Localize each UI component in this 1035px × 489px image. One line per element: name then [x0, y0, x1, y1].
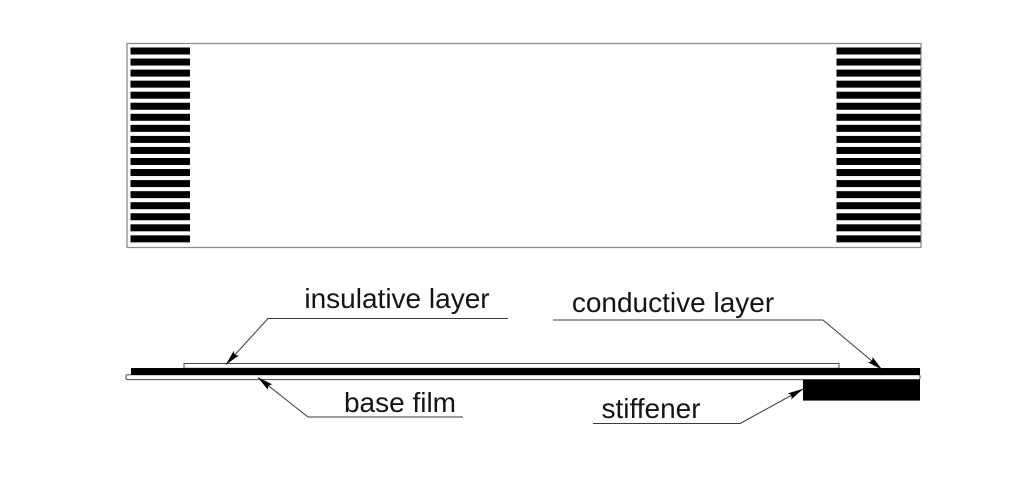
conductor-stripe [130, 191, 190, 199]
conductor-stripe [836, 202, 921, 210]
conductor-stripe [130, 124, 190, 132]
conductor-stripe [836, 80, 921, 88]
stiffener-shape [803, 379, 920, 401]
conductor-stripe [130, 213, 190, 221]
conductive-layer-shape [131, 368, 920, 375]
conductor-stripe [130, 69, 190, 77]
conductor-stripe [130, 91, 190, 99]
conductor-stripe [836, 91, 921, 99]
left-conductor-stripes [130, 47, 190, 243]
conductor-stripe [836, 69, 921, 77]
conductor-stripe [836, 191, 921, 199]
base-film-leader [257, 377, 309, 418]
conductor-stripe [130, 235, 190, 243]
cable-outline [126, 42, 922, 249]
conductor-stripe [836, 113, 921, 121]
conductor-stripe [836, 47, 921, 55]
conductor-stripe [130, 113, 190, 121]
conductor-stripe [130, 169, 190, 177]
conductor-stripe [130, 102, 190, 110]
cross-section-view: insulative layer conductive layer base f… [125, 283, 921, 424]
conductive-layer-label: conductive layer [572, 287, 774, 318]
conductor-stripe [130, 146, 190, 154]
conductor-stripe [836, 169, 921, 177]
conductive-layer-leader [822, 319, 883, 370]
insulative-layer-label: insulative layer [304, 283, 489, 314]
stiffener-label: stiffener [601, 393, 700, 424]
conductor-stripe [836, 180, 921, 188]
conductor-stripe [836, 224, 921, 232]
conductor-stripe [130, 158, 190, 165]
stiffener-leader [739, 388, 804, 424]
insulative-layer-shape [183, 363, 840, 369]
conductor-stripe [836, 235, 921, 243]
conductor-stripe [130, 224, 190, 232]
conductor-stripe [130, 47, 190, 55]
base-film-shape [125, 374, 921, 381]
conductor-stripe [836, 158, 921, 165]
conductor-stripe [836, 135, 921, 143]
conductor-stripe [130, 58, 190, 66]
right-conductor-stripes [836, 47, 921, 243]
conductor-stripe [836, 124, 921, 132]
conductor-stripe [836, 102, 921, 110]
conductor-stripe [836, 58, 921, 66]
conductor-stripe [130, 80, 190, 88]
conductor-stripe [836, 213, 921, 221]
conductor-stripe [130, 202, 190, 210]
conductor-stripe [836, 146, 921, 154]
insulative-layer-leader [225, 318, 269, 365]
conductor-stripe [130, 135, 190, 143]
top-view [126, 42, 922, 249]
base-film-label: base film [344, 387, 456, 418]
conductor-stripe [130, 180, 190, 188]
